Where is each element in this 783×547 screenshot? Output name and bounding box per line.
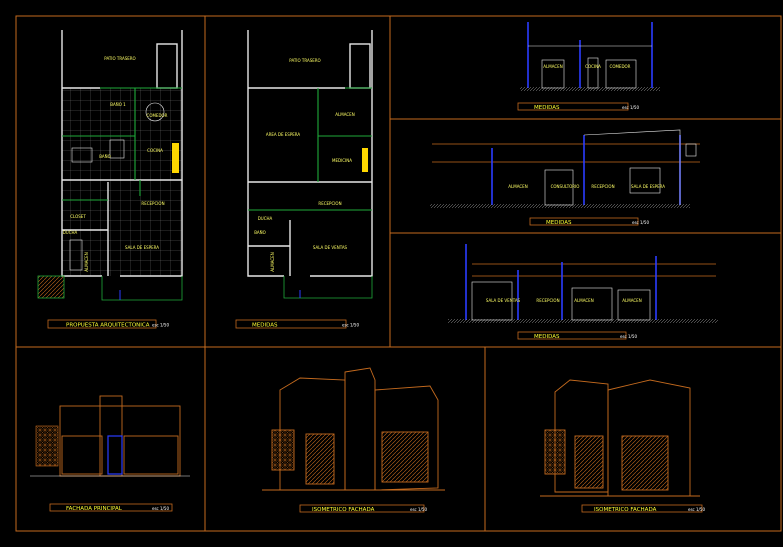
section1-title: MEDIDAS [534,105,560,111]
section2-room-3: SALA DE ESPERA [631,184,665,189]
plan1-room-8: ALMACEN [84,252,89,271]
plan1-room-3: BAÑO 1 [110,102,126,107]
plan1-room-7: BAÑO [99,154,111,159]
iso2-scale: esc 1/50 [688,507,705,512]
section1-room-0: ALMACEN [543,64,562,69]
facade-front-elevation: FACHADA PRINCIPAL esc 1/50 [30,395,190,512]
plan2-title: MEDIDAS [252,323,278,329]
section3-room-1: RECEPCION [536,298,559,303]
plan1-room-0: PATIO TRASERO [104,56,135,61]
plan1-room-1: COMEDOR [147,113,168,118]
section3-room-2: ALMACEN [574,298,593,303]
section1-room-1: COCINA [585,64,601,69]
section-3: SALA DE VENTAS RECEPCION ALMACEN ALMACEN… [448,244,718,340]
plan1-title: PROPUESTA ARQUITECTONICA [66,323,150,329]
section3-room-3: ALMACEN [622,298,641,303]
section3-scale: esc 1/50 [620,334,637,339]
section2-room-1: CONSULTORIO [551,184,580,189]
plan2-scale: esc 1/50 [342,323,359,328]
section-2: ALMACEN CONSULTORIO RECEPCION SALA DE ES… [430,129,700,226]
section2-room-0: ALMACEN [508,184,527,189]
section3-room-0: SALA DE VENTAS [486,298,521,303]
section3-title: MEDIDAS [534,334,560,340]
floor-plan-architectural: PATIO TRASERO COMEDOR COCINA BAÑO 1 RECE… [37,30,183,329]
plan1-scale: esc 1/50 [152,323,169,328]
plan2-room-1: AREA DE ESPERA [266,132,301,137]
plan1-room-5: CLOSET [70,214,86,219]
plan1-room-labels: PATIO TRASERO COMEDOR COCINA BAÑO 1 RECE… [63,56,168,272]
section1-room-2: COMEDOR [610,64,631,69]
plan2-room-3: MEDICINA [332,158,352,163]
plan2-room-8: SALA DE VENTAS [313,245,348,250]
facade-scale: esc 1/50 [152,506,169,511]
iso1-title: ISOMETRICO FACHADA [312,507,375,513]
section-1: ALMACEN COCINA COMEDOR MEDIDAS esc 1/50 [517,22,660,111]
iso2-title: ISOMETRICO FACHADA [594,507,657,513]
section2-title: MEDIDAS [546,220,572,226]
facade-title: FACHADA PRINCIPAL [66,506,123,512]
plan1-room-4: RECEPCION [141,201,164,206]
plan2-room-7: ALMACEN [270,252,275,271]
floor-plan-measurements: PATIO TRASERO AREA DE ESPERA ALMACEN MED… [235,30,373,329]
plan2-room-0: PATIO TRASERO [289,58,320,63]
isometric-facade-1 [262,367,445,491]
plan1-room-6: DUCHA [63,230,78,235]
plan2-room-6: BAÑO [254,230,266,235]
plan1-room-2: COCINA [147,148,163,153]
plan2-room-5: DUCHA [258,216,273,221]
plan2-room-2: ALMACEN [335,112,354,117]
plan1-room-9: SALA DE ESPERA [125,245,159,250]
sheet-frame [15,15,782,532]
section1-scale: esc 1/50 [622,105,639,110]
section2-scale: esc 1/50 [632,220,649,225]
plan2-room-4: RECEPCION [318,201,341,206]
plan2-room-labels: PATIO TRASERO AREA DE ESPERA ALMACEN MED… [254,58,355,272]
section2-room-2: RECEPCION [591,184,614,189]
iso1-scale: esc 1/50 [410,507,427,512]
isometric-facade-2 [540,379,700,497]
